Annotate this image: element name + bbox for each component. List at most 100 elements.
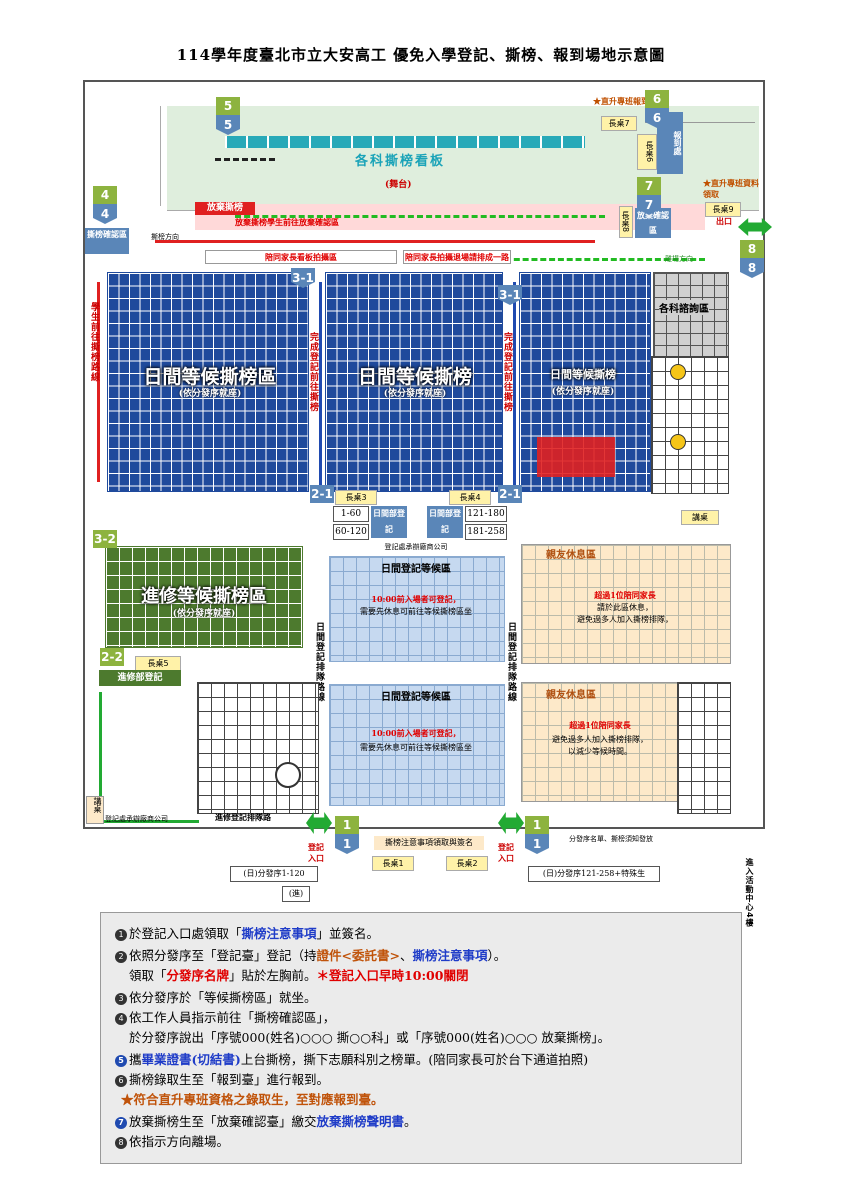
day-table-left: 長桌3 [335,490,377,505]
night-seq-2: (進) [282,886,310,902]
bottom-right-route: 分發序名單、撕榜須知發放 [569,835,653,843]
right-vertical: 完成登記前往撕榜 [502,332,512,412]
day-wait-grid-mid [325,272,503,492]
rest-zone-2 [521,682,679,802]
day-wait-note-2: 需要先休息可前往等候撕榜區坐 [360,607,472,616]
rest-title-2: 親友休息區 [546,690,596,701]
admission-board-label: 各科撕榜看板 [355,154,446,169]
range-3: 121-180 [465,506,507,522]
register-label-right: 登記入口 [498,842,514,863]
rest-note-1: 請於此區休息， [597,603,653,612]
step-number: 8 [115,1137,127,1149]
night-seq: (日)分發序1-120 [230,866,318,882]
red-seats [537,437,615,477]
rest-note-red-2: 超過1位陪同家長 [569,720,631,730]
day-seq: (日)分發序121-258+特殊生 [528,866,660,882]
marker-2-2: 2-2 [100,648,124,666]
marker-3-1-left: 3-1 [291,268,315,288]
day-wait-title-1: 日間登記等候區 [381,564,451,575]
desk-left: 講桌 [86,796,104,824]
range-1: 1-60 [333,506,369,522]
step-number: 5 [115,1055,127,1067]
step-number: 7 [115,1117,127,1129]
wait-left-sub: (依分發序就座) [178,389,242,399]
special-report: ★直升專班報到處 [593,96,657,106]
step-number: 3 [115,993,127,1005]
day-wait-zone-2 [329,684,505,806]
bottom-left-route: 進修登記排隊路 [215,813,271,822]
night-route-h [99,820,199,823]
range-2: 60-120 [333,524,369,540]
left-vertical: 學生前往撕榜路線 [89,302,99,382]
drop-board-label: 放棄撕榜 [195,202,255,215]
empty-grid-right [651,356,729,494]
company-bottom: 登記處承辦廠商公司 [105,815,168,823]
right-blue-route [513,282,516,492]
tag-6: 長桌7 [601,116,637,131]
day-wait-note-3: 10:00前入場者可登記， [371,728,461,738]
wait-mid-sub: (依分發序就座) [383,389,447,399]
register-label-left: 登記入口 [308,842,324,863]
confirm-area-4: 撕榜確認區 [85,228,129,254]
step-number: 2 [115,951,127,963]
rest-note-red: 超過1位陪同家長 [594,590,656,600]
day-wait-title-2: 日間登記等候區 [381,692,451,703]
day-wait-grid-left [107,272,309,492]
wait-left-title: 日間等候撕榜區 [143,366,277,388]
middle-vertical: 完成登記前往撕榜 [308,332,318,412]
day-wait-note-4: 需要先休息可前往等候撕榜區坐 [360,743,472,752]
day-table-right: 長桌4 [449,490,491,505]
fan-icon [670,364,686,380]
tag-7: 長桌9 [705,202,741,217]
desk-right: 講桌 [681,510,719,525]
day-wait-note-1: 10:00前入場者可登記， [371,594,461,604]
exit-label: 出口 [716,216,732,226]
page-title: 114學年度臺北市立大安高工 優免入學登記、撕榜、報到場地示意圖 [176,46,666,64]
company-text: 登記處承辦廠商公司 [384,543,448,551]
parent-left-box: 陪同家長看板拍攝區 [205,250,397,264]
day-reg-right: 日間部登記 [427,506,463,538]
night-register: 進修部登記 [99,670,181,686]
empty-grid-br [677,682,731,814]
entrance-arrow-icon [498,812,524,834]
step-number: 1 [115,929,127,941]
step-2b: 領取「分發序名牌」貼於左胸前。＊登記入口早時10:00關閉 [129,968,469,983]
entrance-arrow-icon [306,812,332,834]
rest-note-2: 避免過多人加入撕榜排隊， [577,615,673,624]
bottom-middle: 撕榜注意事項領取與簽名 [374,836,484,850]
step-number: 6 [115,1075,127,1087]
parent-right-box: 陪同家長拍攝退場請排成一路 [403,250,511,264]
marker-3-1-right: 3-1 [498,285,522,305]
table-1: 長桌1 [372,856,414,871]
rest-zone-1 [521,544,731,664]
green-dash-top [235,215,605,218]
exit-arrow-icon [738,218,772,236]
admission-direction: 撕榜方向 [151,233,179,241]
wait-right-title: 日間等候撕榜 [550,368,616,381]
exit-direction: 離場方向 [665,255,693,263]
venue-map: 各科撕榜看板 (舞台) 放棄撕榜 放棄撕榜學生前往放棄確認區 陪同家長看板拍攝區… [83,80,765,843]
tag-6b: 長桌6 [637,134,657,170]
marker-3-2: 3-2 [93,530,117,548]
clock-icon [275,762,301,788]
fan-icon [670,434,686,450]
stage-edge [645,106,755,123]
day-wait-zone-1 [329,556,505,662]
range-4: 181-258 [465,524,507,540]
night-title: 進修等候撕榜區 [141,586,267,607]
reg-route-left: 日間登記排隊路線 [314,622,324,702]
stage-label: (舞台) [385,180,412,190]
special-materials: ★直升專班資料領取 [703,178,759,199]
